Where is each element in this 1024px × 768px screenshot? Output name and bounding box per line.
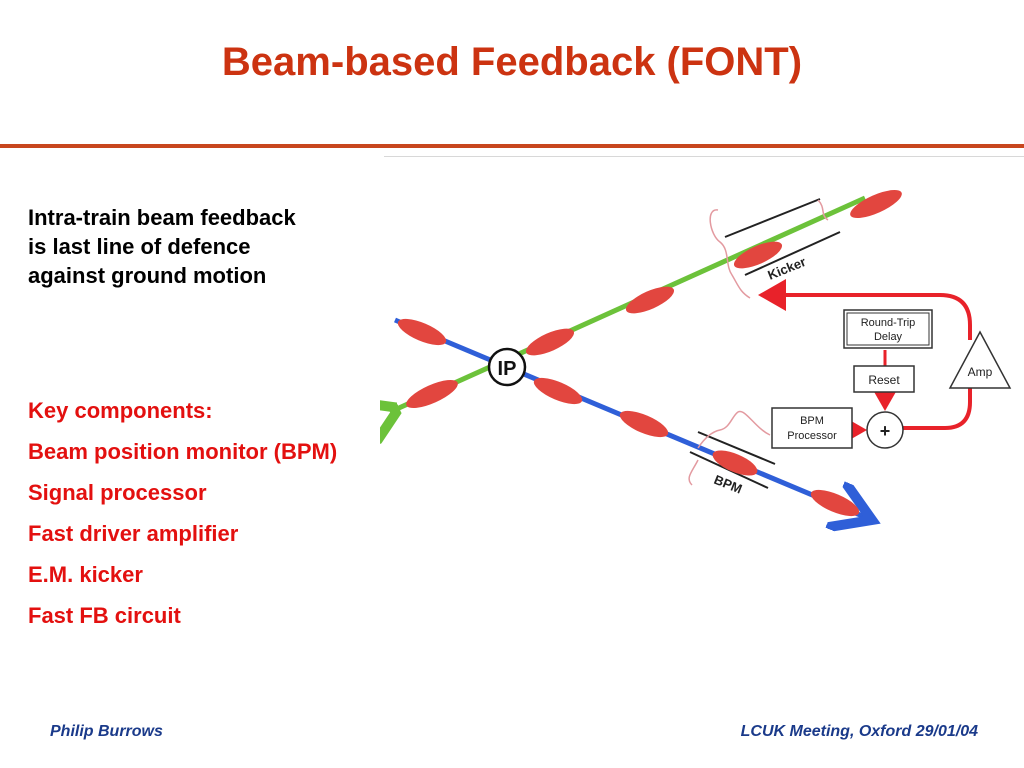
bpm-processor-label: Processor	[787, 430, 837, 442]
key-components-list: Key components: Beam position monitor (B…	[28, 397, 368, 643]
reset-box	[853, 365, 915, 393]
beam-bunch	[533, 377, 583, 405]
beam-bunch	[625, 286, 675, 314]
slide-title: Beam-based Feedback (FONT)	[221, 40, 803, 84]
list-item: Signal processor	[28, 480, 207, 505]
green-beam-line	[390, 195, 867, 412]
feedback-diagram: IP Kicker BPM Round-Trip Delay Reset Amp…	[380, 189, 1012, 550]
bpm-processor-box	[771, 407, 853, 449]
kicker-cable	[709, 209, 751, 299]
bpm-plate	[697, 431, 776, 465]
ip-marker	[487, 347, 527, 387]
key-components-heading: Key components:	[28, 398, 213, 423]
beam-bunch	[619, 410, 669, 438]
kicker-label: Kicker	[766, 254, 808, 283]
footer-author: Philip Burrows	[50, 723, 163, 740]
kicker-plate	[744, 231, 841, 276]
intro-text: Intra-train beam feedback is last line o…	[28, 203, 388, 290]
summing-junction	[866, 411, 904, 449]
reset-label: Reset	[868, 373, 900, 387]
beam-bunch	[397, 318, 447, 346]
list-item: Beam position monitor (BPM)	[28, 439, 338, 464]
intro-line: against ground motion	[28, 263, 267, 288]
intro-line: is last line of defence	[28, 234, 251, 259]
list-item: E.M. kicker	[28, 562, 143, 587]
beam-bunch	[525, 328, 575, 356]
footer-meeting: LCUK Meeting, Oxford 29/01/04	[740, 723, 978, 740]
beam-bunch	[810, 489, 860, 517]
amp-triangle	[948, 330, 1012, 389]
thin-divider	[384, 156, 1024, 157]
delay-label: Delay	[874, 331, 903, 343]
bpm-cable	[697, 410, 771, 449]
list-item: Fast driver amplifier	[28, 521, 239, 546]
title-divider	[0, 144, 1024, 148]
intro-line: Intra-train beam feedback	[28, 205, 296, 230]
ip-label: IP	[498, 358, 517, 380]
beam-bunch	[406, 379, 458, 409]
round-trip-label: Round-Trip	[861, 317, 916, 329]
beam-bunch	[712, 450, 758, 476]
bpm-processor-label: BPM	[800, 415, 824, 427]
beam-bunch	[850, 189, 902, 219]
sum-label: +	[880, 421, 891, 441]
feedback-wire	[758, 279, 972, 340]
kicker-cable	[817, 199, 829, 221]
feedback-wire	[885, 385, 972, 430]
round-trip-delay-box	[843, 309, 933, 349]
kicker-plate	[724, 198, 821, 238]
list-item: Fast FB circuit	[28, 603, 181, 628]
bpm-cable	[688, 459, 699, 486]
amp-label: Amp	[968, 365, 993, 379]
beam-bunch	[733, 241, 783, 269]
